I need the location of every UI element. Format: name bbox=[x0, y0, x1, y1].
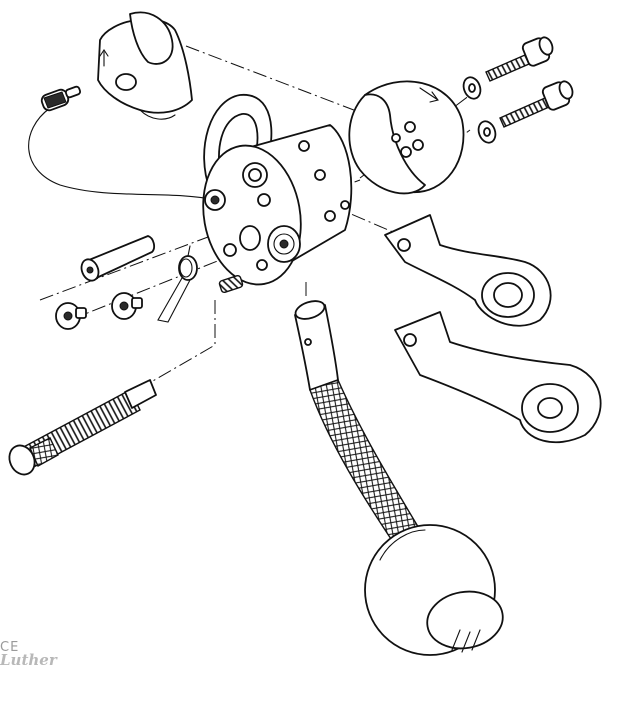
torsion-spring bbox=[157, 245, 198, 323]
connecting-link-upper bbox=[384, 214, 552, 327]
upper-guard bbox=[97, 11, 193, 120]
tether-wire bbox=[28, 107, 216, 201]
washer-lower bbox=[477, 120, 497, 144]
ce-mark: CE bbox=[0, 640, 20, 655]
brand-watermark: Luther bbox=[0, 651, 57, 669]
socket-head-bolt-upper bbox=[485, 36, 554, 82]
button-head-screw-right bbox=[111, 292, 143, 320]
watermark: CE Luther bbox=[0, 640, 80, 670]
spherical-head bbox=[348, 80, 465, 195]
socket-head-bolt-lower bbox=[499, 80, 574, 128]
socket-screw-eye bbox=[204, 189, 226, 211]
axle-pin bbox=[80, 235, 155, 282]
washer-upper bbox=[462, 76, 482, 100]
button-head-screw-left bbox=[55, 302, 87, 330]
ball-knob bbox=[364, 524, 504, 656]
threaded-adjuster-rod bbox=[8, 379, 157, 476]
central-pivot-hub bbox=[202, 124, 353, 286]
detent-plunger bbox=[40, 85, 82, 112]
set-screw bbox=[218, 274, 244, 294]
connecting-link-lower bbox=[394, 311, 602, 444]
